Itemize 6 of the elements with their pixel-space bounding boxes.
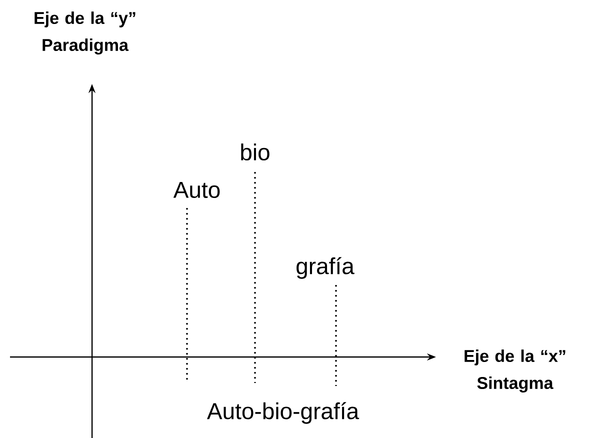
word-label: bio	[241, 144, 270, 160]
word-label: Auto	[173, 182, 220, 198]
word-label: grafía	[296, 257, 354, 279]
axis-label: Eje de la “y” Paradigma	[34, 12, 136, 54]
word-label: Auto-bio-grafía	[206, 402, 360, 424]
axis-label: Eje de la “x” Sintagma	[464, 350, 566, 392]
